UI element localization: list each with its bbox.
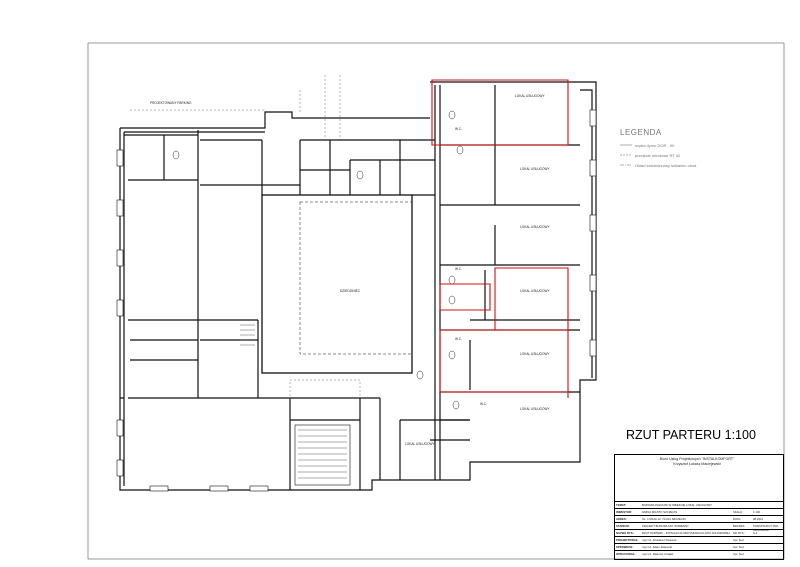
legend-dash-icon — [620, 141, 632, 151]
title-block-row-value: PROJEKT BUDOWLANY ZAMIENNY — [642, 524, 689, 528]
room-label-7: LOKAL USŁUGOWY — [405, 442, 436, 446]
title-block-row-label: INWESTOR: — [616, 510, 632, 514]
room-label-6: LOKAL USŁUGOWY — [520, 407, 551, 411]
title-block-row-label: ADRES: — [616, 517, 627, 521]
title-block-row-label: NAZWA RYS.: — [616, 531, 635, 535]
staircase — [240, 324, 347, 479]
title-block-row-label: PROJEKTOWAŁ: — [616, 538, 639, 542]
room-label-3: LOKAL USŁUGOWY — [520, 225, 551, 229]
title-block-row: NAZWA RYS.: RZUT PARTERU - INSTALACJA ODD… — [615, 529, 783, 537]
building-outline — [119, 81, 597, 491]
title-block-row-value: mgr inż. Mateusz Czajaki — [642, 552, 674, 556]
outdoor-label: PROJEKTOWANY PARKING — [150, 101, 192, 105]
title-block-row-value: RZUT PARTERU - INSTALACJA ODDYMIANIA KLA… — [642, 531, 730, 535]
highlighted-rooms — [431, 79, 569, 398]
legend-item: Okład szkłaniczowy szklanko okna — [620, 161, 730, 171]
title-block-row: STADIUM: PROJEKT BUDOWLANY ZAMIENNY BRANŻA… — [615, 522, 783, 532]
title-block-row-key: Upr. bud. — [733, 538, 745, 542]
windows — [116, 109, 597, 492]
design-office: Biuro Usług Projektowych "INSTALKOMFORT"… — [633, 457, 761, 467]
title-block-row: INWESTOR: GMINA MIASTO SZCZECIN SKALA: 1:10… — [615, 508, 783, 516]
title-block-row-value: BUDOWA PLECIANI W OBIEKCIE LOKAL USŁUGOW… — [642, 503, 713, 507]
drawing-title: RZUT PARTERU 1:100 — [626, 428, 756, 442]
sanitary-fixtures — [172, 110, 464, 410]
title-block-row-key: SKALA: — [733, 510, 743, 514]
title-block-row-value: GMINA MIASTO SZCZECIN — [642, 510, 678, 514]
legend-dash-icon — [620, 151, 632, 161]
wc-label-2: W.C. — [455, 267, 462, 271]
legend-item-label: przejście obrotowe RT 42 — [635, 153, 681, 158]
room-label-4: LOKAL USŁUGOWY — [520, 289, 551, 293]
service-lines — [130, 75, 361, 400]
legend: LEGENDA szyba dymu DOR - 90 przejście ob… — [620, 128, 730, 171]
title-block-row: TEMAT: BUDOWA PLECIANI W OBIEKCIE LOKAL U… — [615, 501, 783, 509]
legend-item-label: Okład szkłaniczowy szklanko okna — [635, 163, 697, 168]
title-block-row-key-value: KONSTRUKCYJNO-SANITARNA — [753, 524, 779, 532]
title-block-row: OPRACOWAŁ: mgr inż. Mateusz Czajaki Upr. b… — [615, 550, 783, 558]
title-block: Biuro Usług Projektowych "INSTALKOMFORT"… — [614, 454, 784, 560]
wc-label-4: W.C. — [480, 402, 487, 406]
legend-item: przejście obrotowe RT 42 — [620, 151, 730, 161]
title-block-row-label: STADIUM: — [616, 524, 630, 528]
legend-item: szyba dymu DOR - 90 — [620, 141, 730, 151]
title-block-row-key: Upr. bud. — [733, 552, 745, 556]
title-block-row-key-value: 1:100 — [753, 510, 760, 514]
title-block-row-key: BRANŻA: — [733, 524, 746, 528]
title-block-row: PROJEKTOWAŁ:mgr inż. Arkadiusz Fiedorek U… — [615, 536, 783, 544]
legend-dash-icon — [620, 161, 632, 171]
title-block-row-value: UL. 1 MAJA 12, 70-001 SZCZECIN — [642, 517, 686, 521]
room-label-5: LOKAL USŁUGOWY — [520, 352, 551, 356]
legend-title: LEGENDA — [620, 128, 662, 137]
title-block-row-value: mgr inż. Adam Zdanecki — [642, 545, 673, 549]
title-block-row: SPRAWDZIŁ: mgr inż. Adam Zdanecki Upr. bud… — [615, 543, 783, 551]
title-block-row-key: Upr. bud. — [733, 545, 745, 549]
title-block-row-label: TEMAT: — [616, 503, 627, 507]
room-label-1: LOKAL USŁUGOWY — [515, 94, 546, 98]
office-owner: Krzysztof Łukasz Maciejewski — [673, 462, 721, 466]
wc-label-3: W.C. — [455, 337, 462, 341]
wc-label-1: W.C. — [455, 127, 462, 131]
title-block-row: ADRES: UL. 1 MAJA 12, 70-001 SZCZECIN DATA… — [615, 515, 783, 523]
room-label-2: LOKAL USŁUGOWY — [520, 167, 551, 171]
title-block-row-key: DATA: — [733, 517, 741, 521]
title-block-row-key-value: 08.2012 — [753, 517, 764, 521]
title-block-row-label: OPRACOWAŁ: — [616, 552, 636, 556]
office-name: Biuro Usług Projektowych "INSTALKOMFORT" — [659, 457, 735, 461]
title-block-row-key: NR RYS.: — [733, 531, 746, 535]
courtyard-label: DZIEDZINIEC — [340, 289, 361, 293]
title-block-row-value: mgr inż. Arkadiusz Fiedorek — [642, 538, 677, 542]
title-block-row-key-value: S-1 — [753, 531, 758, 535]
title-block-row-label: SPRAWDZIŁ: — [616, 545, 634, 549]
room-labels: PROJEKTOWANY PARKING DZIEDZINIEC LOKAL U… — [150, 94, 551, 446]
legend-item-label: szyba dymu DOR - 90 — [635, 143, 675, 148]
